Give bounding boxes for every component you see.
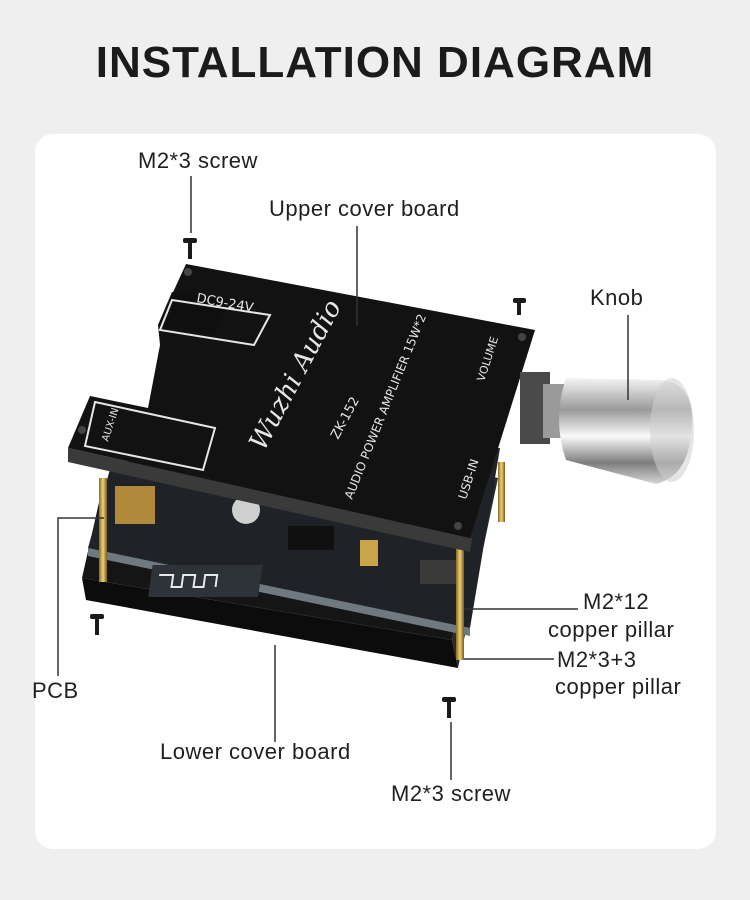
label-pillar12-line2: copper pillar (548, 617, 675, 642)
label-knob: Knob (590, 285, 644, 310)
label-top-screw: M2*3 screw (138, 148, 258, 173)
label-pcb: PCB (32, 678, 79, 703)
label-pillar33-line1: M2*3+3 (557, 647, 637, 672)
page-title: INSTALLATION DIAGRAM (95, 38, 655, 87)
label-bottom-screw: M2*3 screw (391, 781, 511, 806)
leader-lines (57, 176, 629, 780)
copper-pillars (99, 462, 505, 660)
upper-cover-board: DC9-24V Wuzhi Audio ZK-152 AUDIO POWER A… (68, 264, 535, 552)
label-lower-cover: Lower cover board (160, 739, 351, 764)
knob (520, 372, 694, 484)
label-pillar12-line1: M2*12 (583, 589, 650, 614)
label-upper-cover: Upper cover board (269, 196, 460, 221)
label-pillar33-line2: copper pillar (555, 674, 682, 699)
screws (90, 238, 526, 718)
